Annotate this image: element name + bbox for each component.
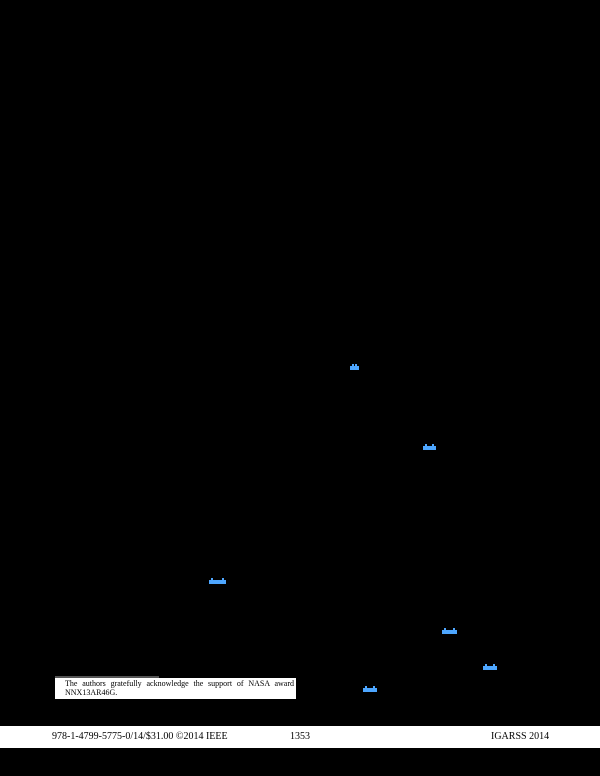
link-highlight-3[interactable] (209, 578, 226, 584)
footnote-divider (55, 676, 159, 678)
footnote-text-line2: NNX13AR46G. (65, 688, 118, 697)
link-highlight-6[interactable] (363, 686, 377, 692)
page-footer: 978-1-4799-5775-0/14/$31.00 ©2014 IEEE 1… (0, 726, 600, 748)
footnote-text-line1: The authors gratefully acknowledge the s… (65, 679, 294, 688)
footnote: The authors gratefully acknowledge the s… (55, 678, 296, 699)
link-highlight-4[interactable] (442, 628, 457, 634)
link-highlight-2[interactable] (423, 444, 436, 450)
footer-page-number: 1353 (290, 731, 310, 742)
footer-isbn-copyright: 978-1-4799-5775-0/14/$31.00 ©2014 IEEE (52, 731, 228, 742)
link-highlight-5[interactable] (483, 664, 497, 670)
footer-conference-name: IGARSS 2014 (491, 731, 550, 742)
link-highlight-1[interactable] (350, 364, 359, 370)
